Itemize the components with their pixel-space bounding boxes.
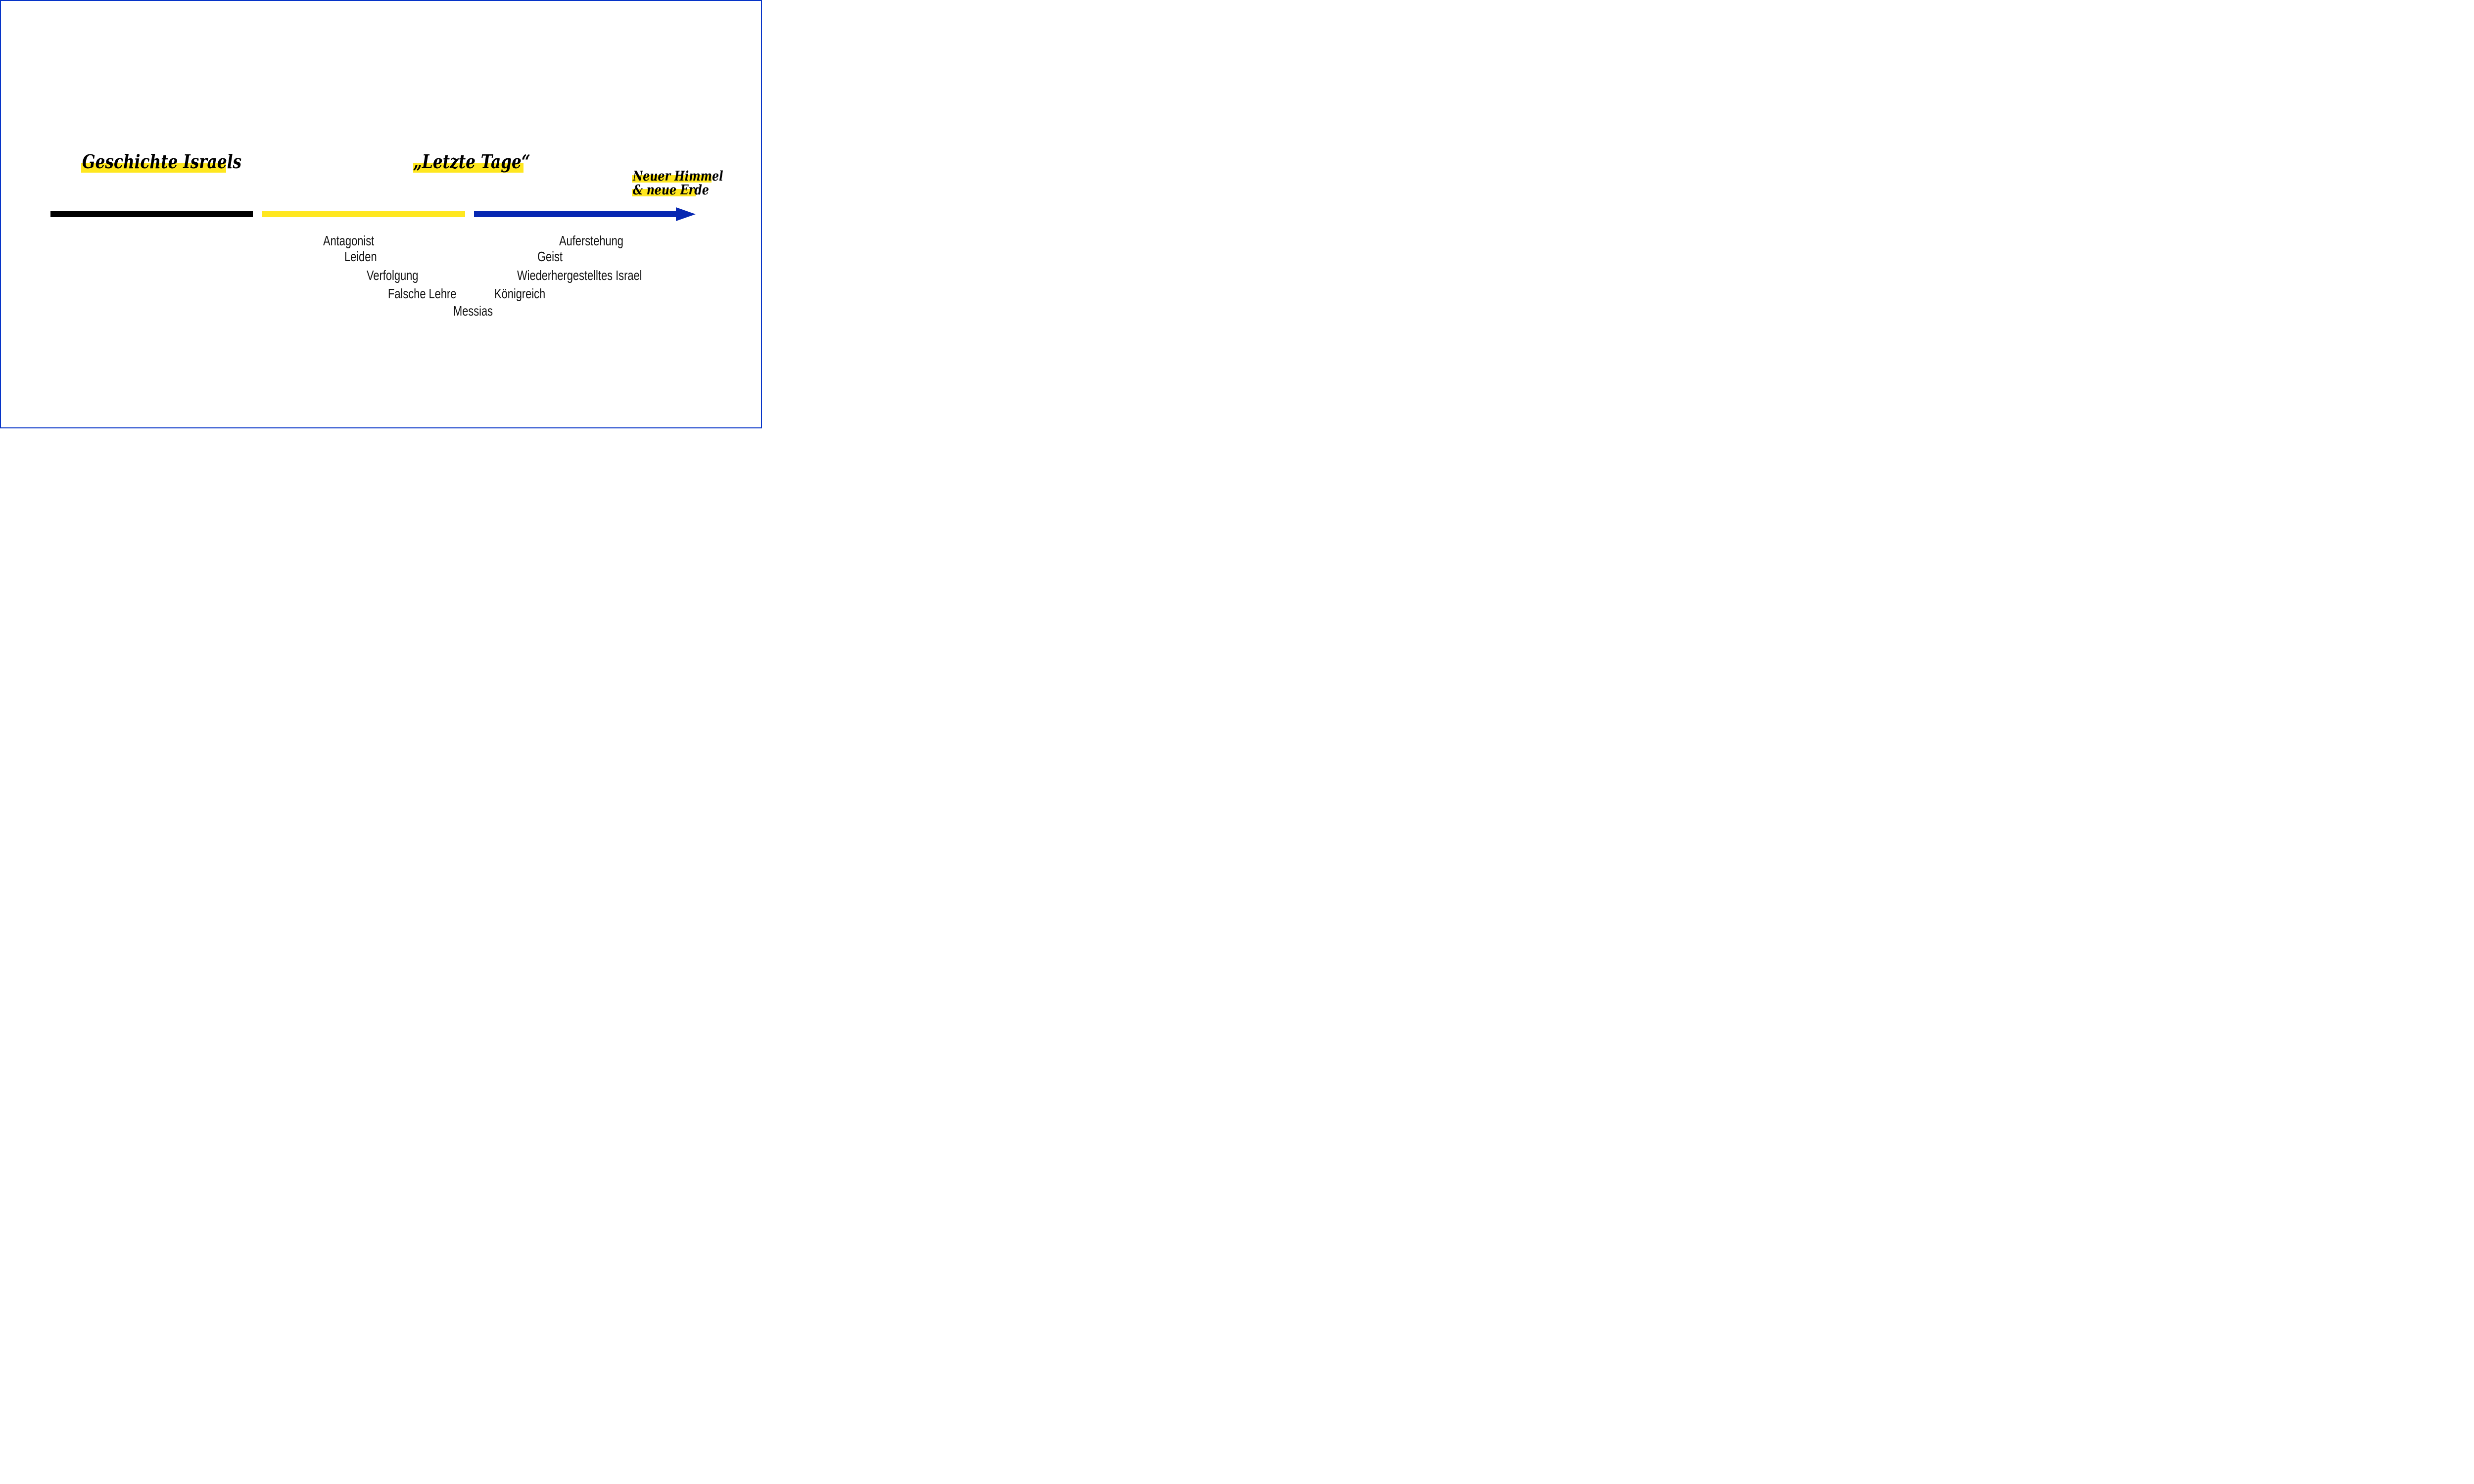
- highlight-new-heaven-line1: [632, 175, 712, 183]
- label-koenigreich: Königreich: [494, 286, 546, 301]
- highlight-last-days-title: [413, 163, 523, 173]
- history-title: Geschichte Israels: [82, 152, 277, 171]
- label-falsche-lehre: Falsche Lehre: [388, 286, 457, 301]
- label-auferstehung: Auferstehung: [559, 233, 623, 248]
- timeline-segment-last-days: [262, 211, 465, 217]
- new-heaven-title-line1-text: Neuer Himmel: [633, 169, 723, 184]
- timeline-arrow-head-icon: [676, 207, 696, 221]
- timeline-segment-new-heaven: [474, 211, 676, 217]
- new-heaven-title-line2-text: & neue Erde: [633, 183, 709, 198]
- last-days-title: „Letzte Tage“: [413, 152, 556, 171]
- highlight-history-title: [81, 163, 226, 173]
- highlight-new-heaven-line2: [632, 189, 696, 196]
- label-antagonist: Antagonist: [323, 233, 375, 248]
- label-geist: Geist: [537, 249, 563, 264]
- label-messias: Messias: [453, 303, 493, 319]
- slide-canvas: Geschichte Israels „Letzte Tage“ Neuer H…: [0, 0, 762, 428]
- label-leiden: Leiden: [344, 249, 377, 264]
- label-verfolgung: Verfolgung: [367, 268, 419, 283]
- label-wiederhergestelltes-israel: Wiederhergestelltes Israel: [517, 268, 642, 283]
- timeline-segment-history: [50, 211, 253, 217]
- history-title-text: Geschichte Israels: [82, 150, 242, 173]
- last-days-title-text: „Letzte Tage“: [413, 150, 530, 173]
- new-heaven-title-line1: Neuer Himmel: [633, 170, 743, 183]
- new-heaven-title-line2: & neue Erde: [633, 184, 726, 197]
